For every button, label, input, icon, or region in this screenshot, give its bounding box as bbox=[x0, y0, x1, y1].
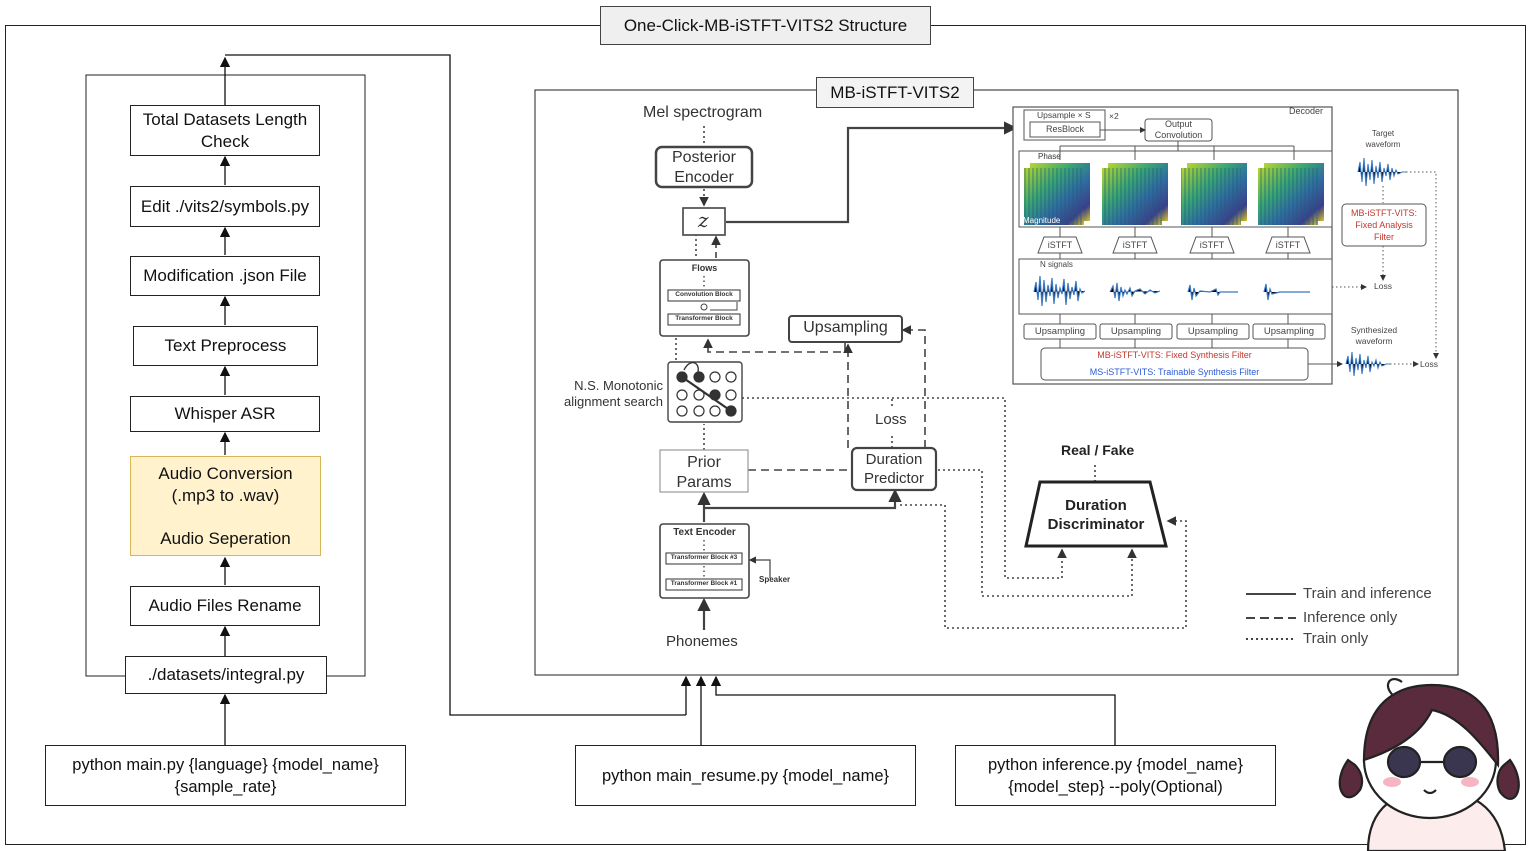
model-title: MB-iSTFT-VITS2 bbox=[816, 77, 974, 108]
command-text: python inference.py {model_name} bbox=[987, 755, 1243, 774]
analysis-line: Fixed Analysis bbox=[1355, 220, 1413, 230]
magnitude-label: Magnitude bbox=[1023, 216, 1061, 225]
n-signals-label: N signals bbox=[1040, 260, 1073, 269]
command-text: {sample_rate} bbox=[174, 777, 277, 796]
output-line: Output bbox=[1164, 119, 1193, 129]
mel-spectrogram-label: Mel spectrogram bbox=[643, 104, 763, 121]
legend-dotted: Train only bbox=[1303, 630, 1369, 647]
step-label: (.mp3 to .wav) bbox=[171, 485, 280, 505]
tb1-label: Transformer Block #1 bbox=[670, 580, 738, 587]
step-whisper-asr: Whisper ASR bbox=[130, 396, 320, 432]
synth-line: waveform bbox=[1355, 336, 1393, 346]
target-waveform-label: Target waveform bbox=[1355, 128, 1411, 150]
analysis-filter-label: MB-iSTFT-VITS: Fixed Analysis Filter bbox=[1342, 207, 1426, 243]
step-integral-py: ./datasets/integral.py bbox=[125, 656, 327, 694]
decoder-label: Decoder bbox=[1289, 106, 1324, 116]
analysis-line: MB-iSTFT-VITS: bbox=[1351, 208, 1417, 218]
command-main: python main.py {language} {model_name} {… bbox=[45, 745, 406, 806]
legend-solid: Train and inference bbox=[1303, 585, 1432, 602]
ns-label: N.S. Monotonic alignment search bbox=[551, 378, 663, 410]
output-line: Convolution bbox=[1154, 130, 1203, 140]
prior-line: Params bbox=[676, 474, 732, 491]
tb3-label: Transformer Block #3 bbox=[670, 554, 738, 561]
phase-label: Phase bbox=[1038, 152, 1061, 161]
decoder-panel bbox=[1012, 106, 1439, 385]
istft-label: iSTFT bbox=[1275, 240, 1301, 250]
step-label: Total Datasets Length bbox=[142, 109, 308, 129]
ns-line: alignment search bbox=[564, 394, 663, 409]
speaker-label: Speaker bbox=[759, 575, 791, 584]
step-audio-conversion-separation: Audio Conversion (.mp3 to .wav) Audio Se… bbox=[130, 456, 321, 556]
step-label: Audio Seperation bbox=[160, 528, 291, 548]
target-line: Target bbox=[1371, 129, 1395, 138]
transformer-block-label: Transformer Block bbox=[675, 315, 733, 322]
dec-loss-label: Loss bbox=[1420, 359, 1438, 369]
fixed-synthesis-label: MB-iSTFT-VITS: Fixed Synthesis Filter bbox=[1097, 350, 1252, 360]
posterior-encoder-label: Posterior Encoder bbox=[656, 148, 752, 188]
legend-dashed: Inference only bbox=[1303, 609, 1398, 626]
step-label: Audio Conversion bbox=[158, 463, 293, 483]
step-total-datasets-length-check: Total Datasets Length Check bbox=[130, 105, 320, 156]
command-text: python main.py {language} {model_name} bbox=[72, 755, 379, 774]
phonemes-label: Phonemes bbox=[666, 633, 738, 650]
dec-upsampling-label: Upsampling bbox=[1263, 326, 1315, 337]
step-label: Check bbox=[200, 131, 250, 151]
upsampling-label: Upsampling bbox=[803, 319, 888, 336]
analysis-line: Filter bbox=[1374, 232, 1394, 242]
command-text: {model_step} --poly(Optional) bbox=[1008, 777, 1223, 796]
synth-line: Synthesized bbox=[1350, 325, 1398, 335]
output-conv-label: Output Convolution bbox=[1145, 119, 1212, 141]
disc-line: Duration bbox=[1065, 497, 1127, 514]
alignment-grid-icon bbox=[676, 362, 737, 417]
conv-block-label: Convolution Block bbox=[675, 291, 733, 298]
duration-line: Predictor bbox=[863, 470, 925, 487]
loss-label: Loss bbox=[875, 411, 907, 428]
synthesized-waveform-label: Synthesized waveform bbox=[1341, 325, 1407, 347]
flows-label: Flows bbox=[691, 263, 718, 273]
prior-params-label: Prior Params bbox=[660, 453, 748, 493]
duration-line: Duration bbox=[865, 451, 923, 468]
dec-upsampling-label: Upsampling bbox=[1187, 326, 1239, 337]
command-inference: python inference.py {model_name} {model_… bbox=[955, 745, 1276, 806]
step-text-preprocess: Text Preprocess bbox=[133, 326, 318, 366]
resblock-label: ResBlock bbox=[1045, 124, 1084, 134]
istft-label: iSTFT bbox=[1122, 240, 1148, 250]
z-label: z bbox=[698, 208, 709, 232]
real-fake-label: Real / Fake bbox=[1061, 442, 1135, 458]
step-audio-files-rename: Audio Files Rename bbox=[130, 586, 320, 626]
times2-label: ×2 bbox=[1109, 111, 1119, 121]
text-encoder-label: Text Encoder bbox=[673, 527, 736, 538]
prior-line: Prior bbox=[687, 454, 721, 471]
istft-label: iSTFT bbox=[1047, 240, 1073, 250]
dec-upsampling-label: Upsampling bbox=[1110, 326, 1162, 337]
command-resume: python main_resume.py {model_name} bbox=[575, 745, 916, 806]
trainable-synthesis-label: MS-iSTFT-VITS: Trainable Synthesis Filte… bbox=[1089, 367, 1260, 377]
ns-line: N.S. Monotonic bbox=[574, 378, 663, 393]
step-edit-symbols: Edit ./vits2/symbols.py bbox=[130, 186, 320, 227]
upsample-label: Upsample × S bbox=[1037, 110, 1091, 120]
target-line: waveform bbox=[1365, 140, 1401, 149]
posterior-line: Encoder bbox=[674, 169, 734, 186]
page-title: One-Click-MB-iSTFT-VITS2 Structure bbox=[600, 6, 931, 45]
disc-line: Discriminator bbox=[1047, 516, 1145, 533]
duration-discriminator-label: Duration Discriminator bbox=[1026, 496, 1166, 534]
step-modification-json: Modification .json File bbox=[130, 256, 320, 296]
duration-predictor-label: Duration Predictor bbox=[852, 450, 936, 488]
istft-label: iSTFT bbox=[1199, 240, 1225, 250]
posterior-line: Posterior bbox=[671, 149, 737, 166]
dec-upsampling-label: Upsampling bbox=[1034, 326, 1086, 337]
dec-loss-label: Loss bbox=[1374, 281, 1392, 291]
